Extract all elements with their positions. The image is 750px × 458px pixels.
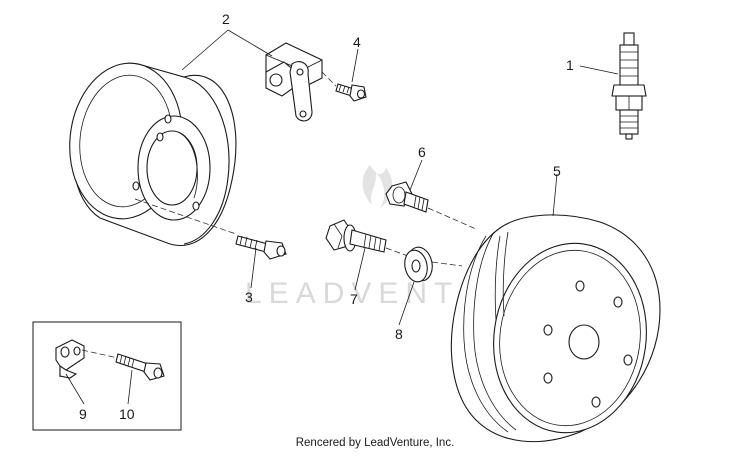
leader-lines (65, 29, 619, 405)
part-9-plate (55, 339, 85, 379)
credit-line: Rencered by LeadVenture, Inc. (295, 437, 455, 449)
part-1-spark-plug (611, 32, 647, 140)
callout-10: 10 (119, 406, 135, 422)
part-8-washer (404, 246, 433, 283)
callout-8: 8 (395, 326, 403, 342)
callouts: 1 2 3 4 5 6 7 8 9 10 (79, 11, 574, 422)
part-7-bolt (325, 219, 387, 253)
callout-1: 1 (566, 57, 574, 73)
part-4-bolt (335, 83, 367, 102)
flame-logo-icon (362, 165, 393, 208)
callout-4: 4 (353, 34, 361, 50)
callout-6: 6 (418, 144, 426, 160)
callout-7: 7 (350, 291, 358, 307)
callout-3: 3 (245, 289, 253, 305)
part-2-bracket (265, 42, 323, 122)
callout-5: 5 (553, 163, 561, 179)
part-6-bolt (385, 181, 429, 213)
callout-2: 2 (222, 11, 230, 27)
part-5-brake-drum (450, 214, 661, 443)
part-10-bolt (115, 353, 165, 381)
part-3-bolt (235, 235, 287, 260)
part-2-wheel (69, 62, 237, 246)
inset-box (32, 321, 182, 431)
callout-9: 9 (79, 406, 87, 422)
